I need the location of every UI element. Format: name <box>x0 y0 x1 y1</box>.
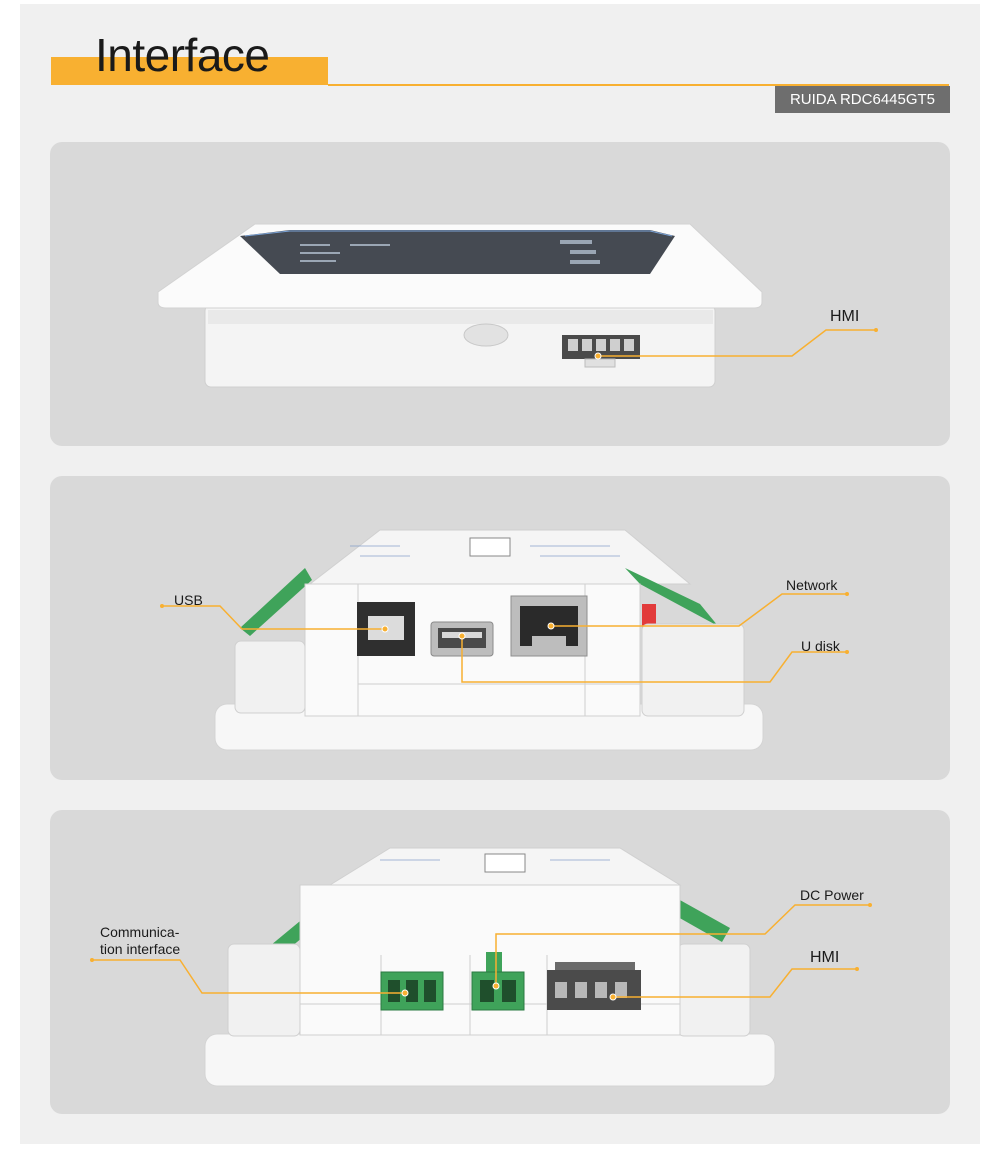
callout-network: Network <box>786 577 838 593</box>
usb-callout-line <box>162 605 385 630</box>
udisk-callout-line <box>461 636 847 683</box>
header-accent-line <box>328 84 949 86</box>
hmi-display-photo <box>157 223 878 388</box>
panel-controller-power: Communica- tion interface DC Power HMI <box>50 810 950 1114</box>
hmi-port-callout-line <box>598 329 876 357</box>
comm-callout-line <box>92 959 405 994</box>
controller-ports-photo <box>160 529 849 751</box>
callout-hmi-top: HMI <box>830 308 860 325</box>
page-title: Interface <box>95 29 270 81</box>
panel-hmi-display: HMI <box>50 142 950 446</box>
callout-hmi-bottom: HMI <box>810 949 840 966</box>
callout-u-disk: U disk <box>801 638 840 654</box>
callout-usb: USB <box>174 592 203 608</box>
controller-power-photo <box>90 847 872 1087</box>
callout-communication-interface: Communica- tion interface <box>100 924 181 957</box>
network-callout-line <box>551 593 847 627</box>
header-accent-bar <box>51 57 328 85</box>
model-badge: RUIDA RDC6445GT5 <box>775 86 950 113</box>
hmi-callout-line <box>613 968 857 998</box>
dc-power-callout-line <box>495 904 870 986</box>
callout-dc-power: DC Power <box>800 887 864 903</box>
panel-controller-ports: USB Network U disk <box>50 476 950 780</box>
